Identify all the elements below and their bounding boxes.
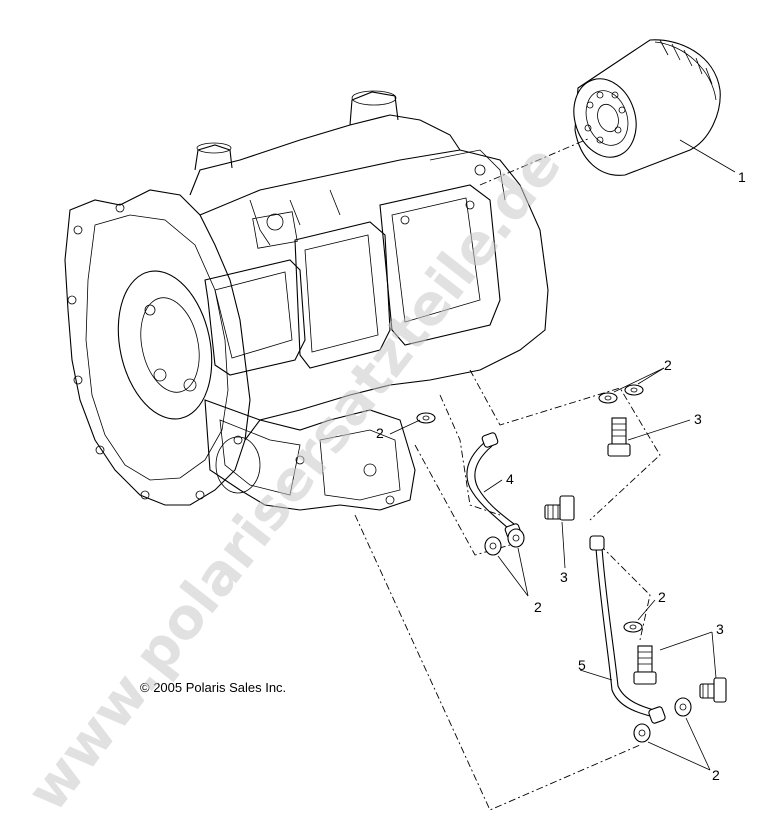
callout-2-upper-left: 2 [376, 425, 384, 441]
callout-5: 5 [578, 657, 586, 673]
housing-bolt-holes [67, 203, 243, 500]
callout-3-lower: 3 [716, 621, 724, 637]
callout-2-bottom: 2 [712, 767, 720, 783]
watermark: www.polarisersatzteile.de [15, 133, 574, 823]
sealing-washers [416, 384, 692, 743]
callout-leader-1 [679, 139, 736, 173]
callout-3-upper: 3 [694, 411, 702, 427]
callout-leaders [389, 367, 717, 771]
callout-3-middle: 3 [560, 569, 568, 585]
engine-crankcase [64, 90, 549, 511]
callout-2-middle: 2 [534, 599, 542, 615]
callout-4: 4 [506, 471, 514, 487]
banjo-bolt-b [544, 495, 575, 521]
callout-1: 1 [738, 169, 746, 185]
banjo-bolt-c [633, 645, 657, 685]
callout-numbers: 1 2 2 3 4 3 2 2 3 5 2 [376, 169, 746, 783]
assembly-dashed-lines [354, 369, 661, 811]
callout-2-top-right: 2 [664, 357, 672, 373]
filter-centerline [479, 137, 591, 186]
banjo-bolt-a [607, 417, 631, 457]
oil-filter [573, 39, 721, 176]
banjo-bolts [544, 417, 727, 703]
copyright-notice: © 2005 Polaris Sales Inc. [140, 680, 286, 695]
callout-2-lower-right: 2 [658, 589, 666, 605]
banjo-bolt-d [699, 677, 727, 703]
